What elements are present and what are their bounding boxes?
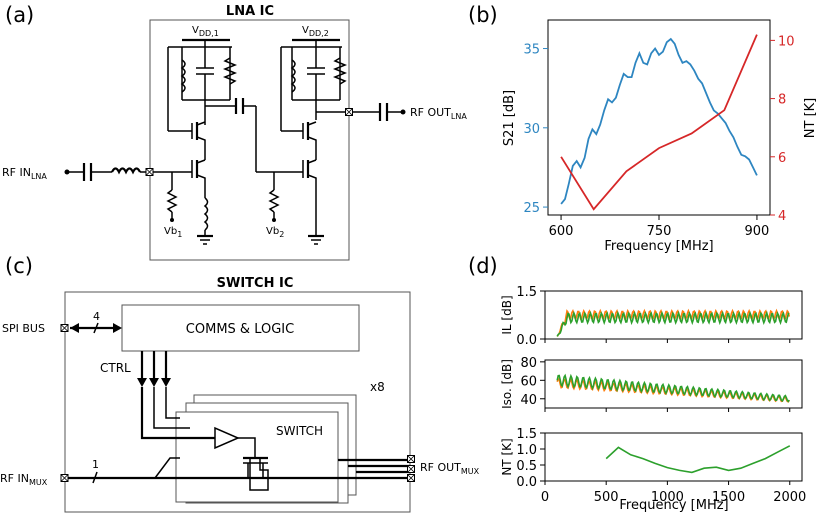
chart-d1-ylabel: IL [dB] bbox=[500, 295, 514, 334]
panel-label-a: (a) bbox=[5, 3, 34, 27]
chart-b-ylabel-right: NT [K] bbox=[803, 98, 818, 138]
chart-b-ytick-left-label: 35 bbox=[523, 43, 540, 58]
chart-d2-frame bbox=[544, 359, 803, 409]
chart-b-xtick-label: 900 bbox=[745, 224, 770, 239]
chart-d2-series-line bbox=[556, 373, 790, 403]
chart-d3-series-line bbox=[605, 445, 791, 474]
chart-d3-xtick-label: 1500 bbox=[712, 490, 745, 505]
vdd2-label: VDD,2 bbox=[302, 25, 329, 38]
chart-d1-ytick-label: 0.0 bbox=[516, 333, 537, 348]
chart-d2-ytick-label: 60 bbox=[520, 374, 537, 389]
chart-b-s21-line bbox=[560, 37, 758, 205]
switch-label: SWITCH bbox=[276, 424, 323, 438]
chart-d1-series-line bbox=[556, 310, 790, 337]
chart-d2: 40 60 80 Iso. [dB] bbox=[500, 356, 803, 412]
chart-d2-ytick-label: 80 bbox=[520, 356, 537, 371]
switch-title: SWITCH IC bbox=[217, 276, 294, 291]
vdd1-label: VDD,1 bbox=[192, 25, 219, 38]
chart-b-xlabel: Frequency [MHz] bbox=[604, 239, 713, 254]
chart-d2-ytick-label: 40 bbox=[520, 393, 537, 408]
ctrl-label: CTRL bbox=[100, 361, 131, 375]
panel-label-d: (d) bbox=[468, 254, 498, 278]
chart-d3-xtick-label: 1000 bbox=[651, 490, 684, 505]
multiplier-label: x8 bbox=[370, 380, 385, 394]
chart-d3-ytick-label: 1.5 bbox=[516, 427, 537, 442]
rf-out-mux-label: RF OUTMUX bbox=[420, 461, 480, 476]
chart-d3-ylabel: NT [K] bbox=[500, 438, 514, 475]
chart-b-xtick-label: 600 bbox=[549, 224, 574, 239]
panel-label-c: (c) bbox=[5, 254, 33, 278]
switch-ic-box bbox=[64, 291, 411, 513]
chart-b: 600 750 900 25 30 35 4 6 8 10 S21 [dB] NT [K] Fre… bbox=[502, 19, 818, 254]
chart-b-ytick-right-label: 6 bbox=[778, 151, 786, 166]
chart-b-ytick-right-label: 8 bbox=[778, 93, 786, 108]
vb2-label: Vb2 bbox=[266, 226, 284, 239]
chart-d3-xtick-label: 0 bbox=[541, 490, 549, 505]
chart-b-ylabel-left: S21 [dB] bbox=[502, 90, 517, 146]
chart-d1: 0.0 1.5 IL [dB] bbox=[500, 285, 803, 348]
chart-b-ytick-right-label: 10 bbox=[778, 34, 795, 49]
spi-bus-label: SPI BUS bbox=[2, 322, 45, 335]
chart-b-frame bbox=[547, 19, 771, 216]
chart-d3-ytick-label: 0.0 bbox=[516, 475, 537, 490]
panel-label-b: (b) bbox=[468, 3, 498, 27]
chart-d1-ytick-label: 1.5 bbox=[516, 285, 537, 300]
rf-in-lna-label: RF INLNA bbox=[2, 166, 47, 181]
chart-d3-frame bbox=[544, 432, 803, 482]
rf-out-lna-label: RF OUTLNA bbox=[410, 106, 467, 121]
chart-b-xtick-label: 750 bbox=[647, 224, 672, 239]
lna-schematic: LNA IC VDD,1 VDD,2 bbox=[2, 4, 467, 261]
chart-d2-ylabel: Iso. [dB] bbox=[500, 359, 514, 409]
chart-b-ytick-left-label: 25 bbox=[523, 201, 540, 216]
comms-logic-label: COMMS & LOGIC bbox=[186, 322, 294, 337]
chart-b-ytick-left-label: 30 bbox=[523, 122, 540, 137]
chart-d3-ytick-label: 0.5 bbox=[516, 459, 537, 474]
vb1-label: Vb1 bbox=[164, 226, 182, 239]
lna-title: LNA IC bbox=[226, 4, 274, 19]
chart-d3: 0.00.51.01.5 0 500 1000 1500 2000 NT [K] Freq… bbox=[500, 427, 806, 513]
chart-d1-frame bbox=[544, 290, 803, 340]
chart-d3-xlabel: Frequency [MHz] bbox=[619, 498, 728, 513]
in-width-label: 1 bbox=[92, 458, 99, 471]
comms-logic-block bbox=[121, 304, 360, 352]
lna-ic-box bbox=[149, 19, 350, 261]
chart-b-ytick-right-label: 4 bbox=[778, 209, 786, 224]
switch-schematic: SWITCH IC COMMS & LOGIC 4 SPI BUS x8 SWI… bbox=[0, 276, 480, 513]
chart-d3-ytick-label: 1.0 bbox=[516, 443, 537, 458]
bus-width-label: 4 bbox=[93, 310, 100, 323]
chart-d3-xtick-label: 2000 bbox=[773, 490, 806, 505]
rf-in-mux-label: RF INMUX bbox=[0, 472, 48, 487]
chart-b-nt-line bbox=[560, 34, 758, 211]
chart-d3-xtick-label: 500 bbox=[594, 490, 619, 505]
